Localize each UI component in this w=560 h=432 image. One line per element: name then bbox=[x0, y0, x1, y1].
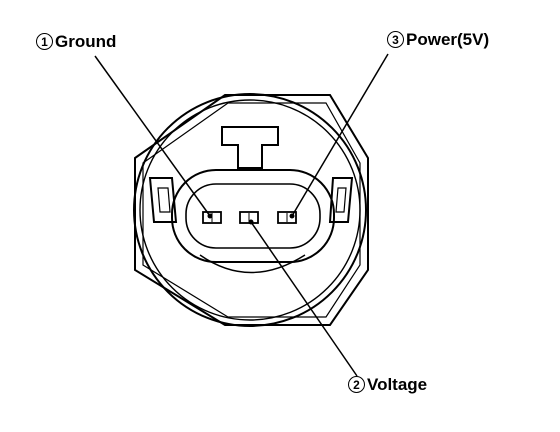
hex-body-inner bbox=[142, 102, 361, 318]
left-clip bbox=[148, 177, 178, 223]
inner-arc bbox=[199, 254, 306, 274]
right-clip-inner bbox=[335, 187, 347, 213]
circled-number-1: 1 bbox=[36, 33, 53, 50]
connector-housing-inner bbox=[185, 183, 321, 249]
outer-ring bbox=[133, 93, 367, 327]
circled-number-3: 3 bbox=[387, 31, 404, 48]
label-voltage-text: Voltage bbox=[367, 375, 428, 394]
label-power-text: Power(5V) bbox=[406, 30, 490, 49]
label-ground-text: Ground bbox=[55, 32, 117, 51]
left-clip-inner bbox=[157, 187, 171, 213]
outer-ring-inner bbox=[139, 99, 361, 321]
connector-housing bbox=[171, 169, 335, 263]
right-clip bbox=[328, 177, 354, 223]
circled-number-2: 2 bbox=[348, 376, 365, 393]
latch-key bbox=[221, 126, 279, 169]
leader-power bbox=[291, 53, 389, 217]
leader-ground bbox=[94, 55, 211, 217]
leader-voltage bbox=[250, 221, 358, 377]
